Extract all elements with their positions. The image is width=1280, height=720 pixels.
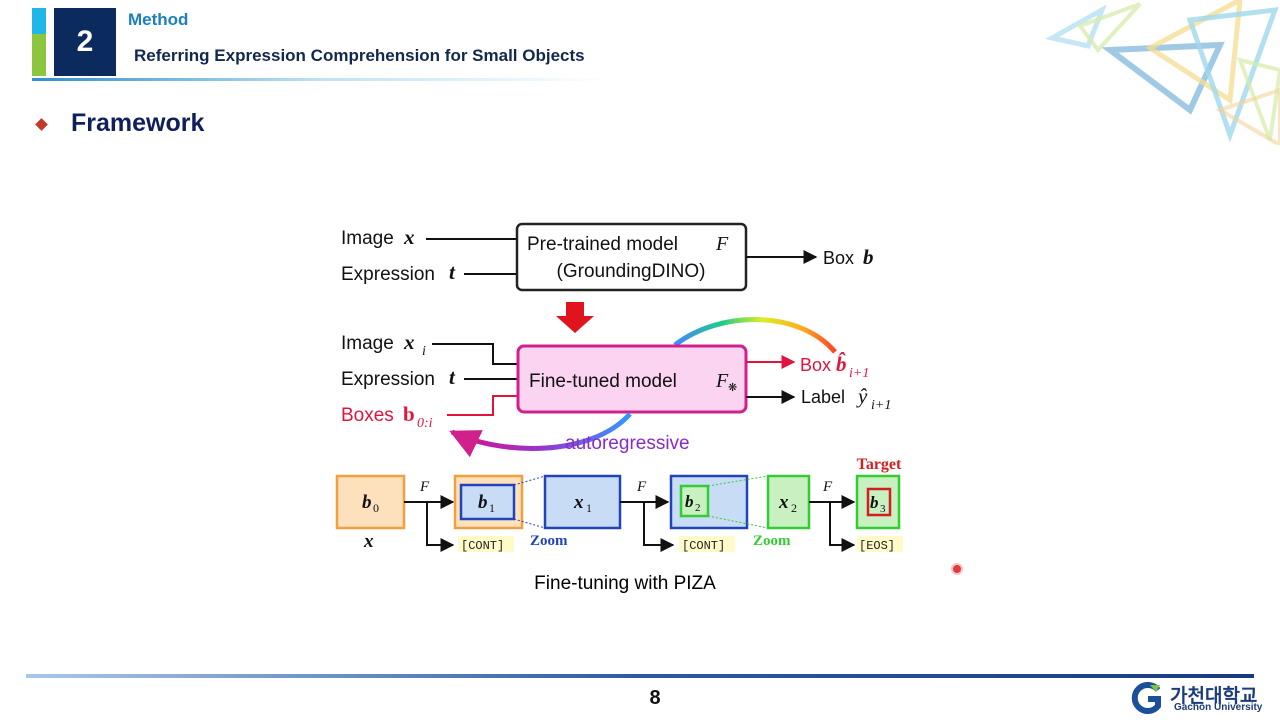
piza-down-arrow-icon — [556, 302, 594, 333]
autoregressive-arc — [449, 412, 632, 458]
token-eos: [EOS] — [859, 539, 895, 553]
mid-output-box: Box — [800, 355, 831, 375]
target-label: Target — [857, 456, 902, 473]
logo-korean-name: 가천대학교 — [1170, 685, 1258, 707]
token-arrow-2 — [643, 502, 675, 552]
token-cont-2: [CONT] — [682, 539, 725, 553]
finetuned-model-label: Fine-tuned model — [529, 371, 677, 392]
page-number: 8 — [649, 687, 661, 709]
logo-english-name: Gachon University — [1174, 702, 1263, 713]
section-number-badge: 2 — [54, 8, 116, 76]
university-logo-icon — [1131, 682, 1161, 714]
section-title: Framework — [71, 109, 205, 137]
header-accent-bar-top — [32, 8, 46, 34]
mid-input-expression: Expression — [341, 369, 435, 390]
token-arrow-1 — [426, 502, 455, 552]
b2-sub: 2 — [695, 502, 701, 514]
mid-input-image: Image — [341, 333, 394, 354]
token-cont-1: [CONT] — [461, 539, 504, 553]
model-symbol-2: F — [636, 479, 647, 495]
mid-output-label: Label — [801, 387, 845, 407]
feedback-arc-top — [673, 317, 837, 354]
x1-box — [543, 474, 622, 530]
top-output-var: b — [863, 245, 874, 269]
top-input-expression: Expression — [341, 264, 435, 285]
zoom-guide-1a — [513, 475, 546, 486]
model-symbol-3: F — [822, 479, 833, 495]
mid-boxes-line — [447, 395, 518, 416]
mid-output-label-sub: i+1 — [871, 398, 891, 413]
top-input-image: Image — [341, 228, 394, 249]
b1-inner-box — [459, 483, 516, 521]
model-symbol-1: F — [419, 479, 430, 495]
bullet-diamond-icon — [35, 118, 48, 131]
pretrained-model-label: Pre-trained model — [527, 234, 678, 255]
b1-sub: 1 — [489, 501, 495, 515]
token-cont-2-bg — [679, 536, 735, 552]
mid-input-boxes: Boxes — [341, 405, 394, 426]
top-output-box: Box — [823, 248, 854, 268]
finetuned-model-box — [516, 344, 748, 414]
b3-var: b — [870, 493, 879, 512]
x1-sub: 1 — [586, 501, 592, 515]
b2-inner-box — [679, 484, 710, 518]
mid-output-label-var: ŷ — [856, 384, 868, 408]
mid-input-boxes-var: b — [403, 402, 415, 426]
footer-divider — [26, 674, 1254, 678]
b0-image-var: x — [363, 531, 374, 552]
slide-subtitle: Referring Expression Comprehension for S… — [134, 46, 585, 65]
token-arrow-3 — [829, 502, 856, 552]
zoom-label-1: Zoom — [530, 533, 568, 549]
diagram-caption: Fine-tuning with PIZA — [534, 573, 716, 594]
top-input-expression-var: t — [449, 260, 456, 284]
autoregressive-label: autoregressive — [565, 433, 690, 454]
b2-var: b — [685, 492, 694, 511]
x2-sub: 2 — [791, 501, 797, 515]
finetuned-model-asterisk-icon: ❋ — [728, 382, 737, 394]
b3-sub: 3 — [880, 503, 886, 515]
mid-output-box-sub: i+1 — [849, 366, 869, 381]
zoom-label-2: Zoom — [753, 533, 791, 549]
token-eos-bg — [857, 536, 903, 552]
finetuned-model-var: F — [715, 370, 729, 392]
pretrained-model-sublabel: (GroundingDINO) — [557, 261, 706, 282]
b0-sub: 0 — [373, 501, 379, 515]
section-label: Method — [128, 10, 189, 29]
x2-box — [766, 474, 811, 530]
header-accent-bar-bottom — [32, 34, 46, 76]
b0-var: b — [362, 492, 372, 513]
piza-framework-diagram: Image x Expression t Pre-trained model F… — [335, 222, 903, 553]
top-input-image-var: x — [403, 225, 415, 249]
zoom-guide-1b — [513, 518, 546, 529]
mid-input-expression-var: t — [449, 365, 456, 389]
mid-input-image-sub: i — [422, 344, 426, 359]
x2-var: x — [778, 492, 789, 513]
token-cont-1-bg — [458, 536, 514, 552]
pretrained-model-var: F — [715, 233, 729, 255]
header-divider — [32, 78, 612, 81]
x1-var: x — [573, 492, 584, 513]
pointer-dot-icon — [951, 563, 963, 575]
mid-image-line — [432, 343, 518, 365]
mid-input-image-var: x — [403, 330, 415, 354]
mid-output-box-var: b̂ — [836, 351, 847, 376]
decorative-triangles — [1045, 0, 1280, 145]
mid-input-boxes-sub: 0:i — [417, 416, 433, 431]
b3-target-box — [866, 487, 892, 517]
b1-var: b — [478, 492, 488, 513]
